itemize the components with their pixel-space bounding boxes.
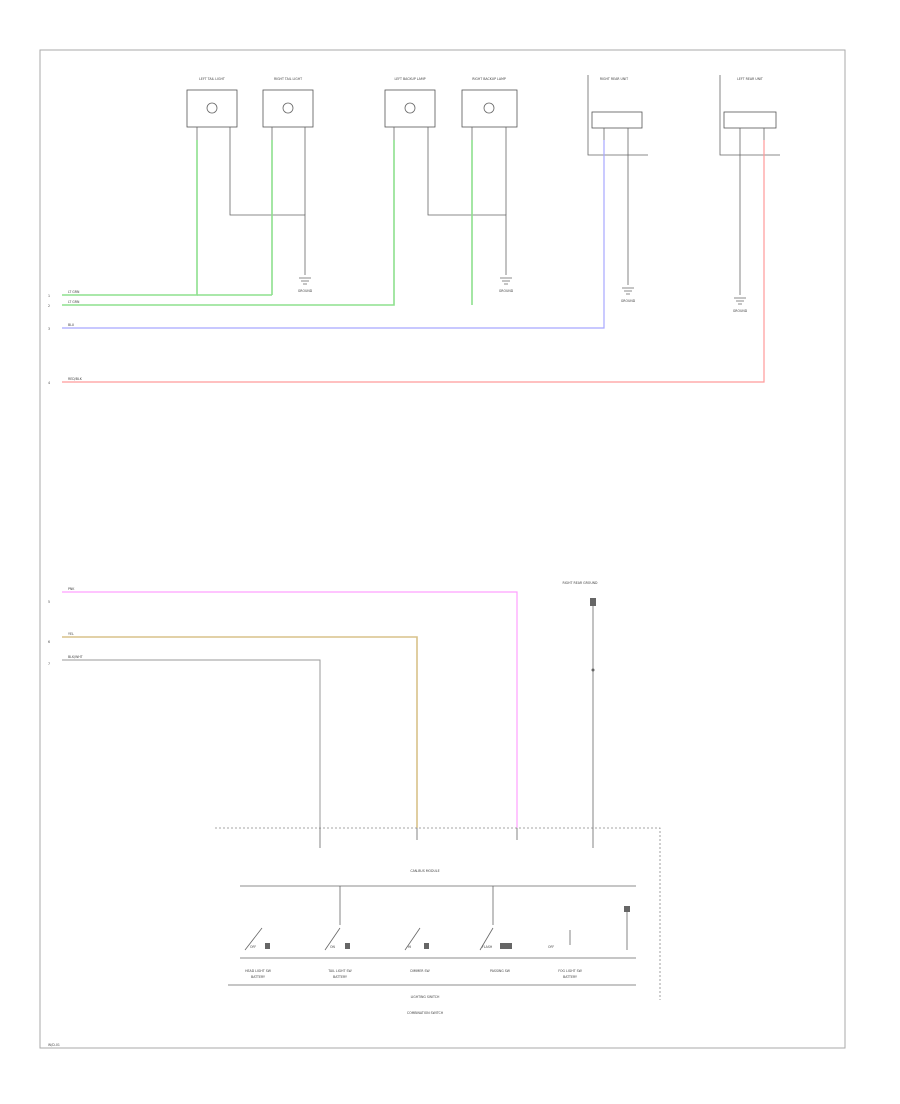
- svg-text:GROUND: GROUND: [499, 289, 514, 293]
- yellow-wire: [62, 636, 418, 828]
- green-wires: [62, 140, 473, 306]
- svg-text:LT GRN: LT GRN: [68, 300, 80, 304]
- svg-text:LT GRN: LT GRN: [68, 290, 80, 294]
- svg-text:5: 5: [48, 600, 50, 604]
- switch-head-light: OFF HEAD LIGHT SW BATTERY: [244, 927, 272, 979]
- svg-text:2: 2: [48, 304, 50, 308]
- svg-text:BLK/WHT: BLK/WHT: [68, 655, 83, 659]
- svg-text:RED/BLK: RED/BLK: [68, 377, 83, 381]
- svg-text:6: 6: [48, 640, 50, 644]
- lamp-left-tail: LEFT TAIL LIGHT: [186, 77, 238, 128]
- svg-text:BLU: BLU: [68, 323, 75, 327]
- black-white-wire: [62, 659, 321, 828]
- lamp-connectors: [196, 127, 765, 140]
- switch-dimmer: HI DIMMER SW: [404, 927, 431, 973]
- svg-text:RIGHT REAR GROUND: RIGHT REAR GROUND: [563, 581, 599, 585]
- lamp-right-backup: RIGHT BACKUP LAMP: [461, 77, 518, 128]
- svg-text:HI: HI: [408, 945, 411, 949]
- ground-wires-top: [229, 140, 741, 295]
- svg-text:DIMMER SW: DIMMER SW: [410, 969, 430, 973]
- pink-wire: [62, 591, 518, 828]
- svg-text:OFF: OFF: [250, 945, 256, 949]
- svg-text:3: 3: [48, 327, 50, 331]
- svg-text:GROUND: GROUND: [298, 289, 313, 293]
- switch-tail-light: ON TAIL LIGHT SW BATTERY: [324, 886, 353, 979]
- svg-text:BATTERY: BATTERY: [563, 975, 577, 979]
- lamp-label: RIGHT BACKUP LAMP: [472, 77, 506, 81]
- ground-symbol-2: GROUND: [499, 277, 514, 293]
- connector-boundary: [215, 827, 661, 1000]
- svg-text:TAIL LIGHT SW: TAIL LIGHT SW: [327, 969, 352, 973]
- red-wire: [62, 140, 765, 383]
- switch-passing: FLASH PASSING SW: [479, 886, 512, 973]
- ground-bottom: RIGHT REAR GROUND: [563, 581, 599, 828]
- svg-text:ON: ON: [330, 945, 336, 949]
- lamp-left-rear-unit: LEFT REAR UNIT: [719, 75, 780, 156]
- svg-text:BATTERY: BATTERY: [251, 975, 265, 979]
- lamp-label: RIGHT REAR UNIT: [600, 77, 628, 81]
- svg-text:7: 7: [48, 662, 50, 666]
- svg-text:YEL: YEL: [68, 632, 74, 636]
- ground-symbol-4: GROUND: [733, 297, 748, 313]
- svg-text:PNK: PNK: [68, 587, 75, 591]
- lamp-right-rear-unit: RIGHT REAR UNIT: [587, 75, 648, 156]
- bottom-wire-labels: PNK YEL BLK/WHT 5 6 7: [48, 587, 83, 666]
- svg-text:FLASH: FLASH: [482, 945, 493, 949]
- connector-pins: [319, 828, 594, 848]
- svg-text:PASSING SW: PASSING SW: [490, 969, 511, 973]
- switch-fog-light: OFF FOG LIGHT SW BATTERY: [548, 906, 630, 979]
- blue-wire: [62, 140, 605, 329]
- lamp-right-tail: RIGHT TAIL LIGHT: [262, 77, 314, 128]
- module-label: CAN-BUS MODULE: [410, 869, 439, 873]
- svg-text:BATTERY: BATTERY: [333, 975, 347, 979]
- svg-text:4: 4: [48, 381, 50, 385]
- page-frame: [39, 49, 846, 1049]
- svg-text:HEAD LIGHT SW: HEAD LIGHT SW: [245, 969, 272, 973]
- lamp-left-backup: LEFT BACKUP LAMP: [384, 77, 436, 128]
- switch-assembly-label: LIGHTING SWITCH: [411, 995, 440, 999]
- lamp-label: RIGHT TAIL LIGHT: [274, 77, 302, 81]
- lamp-label: LEFT REAR UNIT: [737, 77, 763, 81]
- svg-text:GROUND: GROUND: [621, 299, 636, 303]
- svg-text:OFF: OFF: [548, 945, 554, 949]
- ground-symbol-3: GROUND: [621, 287, 636, 303]
- ground-symbol-1: GROUND: [298, 277, 313, 293]
- combination-switch-label: COMBINATION SWITCH: [407, 1011, 444, 1015]
- top-wire-labels: LT GRN LT GRN BLU RED/BLK 1 2 3 4: [48, 290, 83, 385]
- lamp-label: LEFT BACKUP LAMP: [394, 77, 425, 81]
- lamp-label: LEFT TAIL LIGHT: [199, 77, 225, 81]
- footer-code: W/D-01: [48, 1043, 60, 1047]
- svg-text:FOG LIGHT SW: FOG LIGHT SW: [558, 969, 582, 973]
- svg-text:GROUND: GROUND: [733, 309, 748, 313]
- svg-text:1: 1: [48, 294, 50, 298]
